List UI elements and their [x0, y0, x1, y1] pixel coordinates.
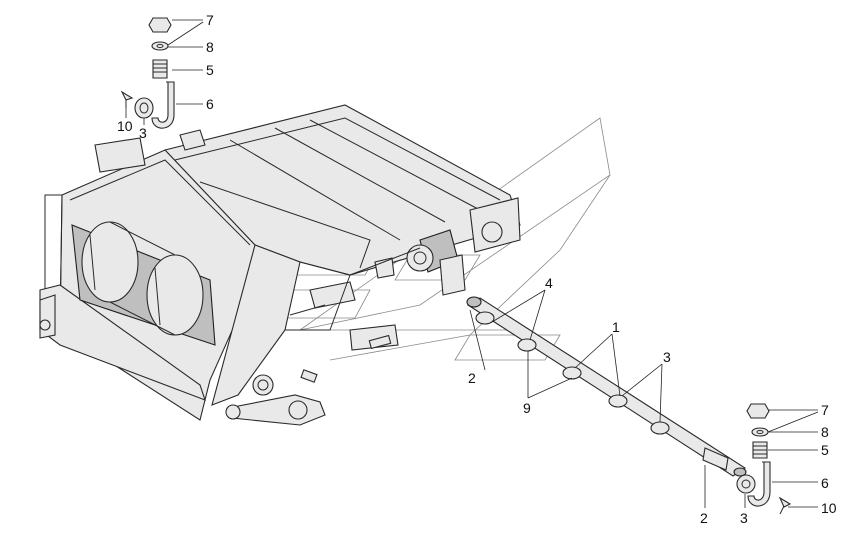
callout-10-top: 10: [117, 118, 133, 134]
callout-7-top: 7: [206, 12, 214, 28]
machine-frame: [39, 104, 521, 426]
callout-5-top: 5: [206, 62, 214, 78]
callout-9: 9: [523, 400, 531, 416]
shaft-assembly: [466, 296, 756, 494]
callout-3-bottom: 3: [740, 510, 748, 526]
callout-10-bottom: 10: [821, 500, 837, 516]
callout-6-bottom: 6: [821, 475, 829, 491]
callout-3-mid: 3: [663, 349, 671, 365]
upper-fastener-group: [120, 17, 175, 129]
callout-6-top: 6: [206, 96, 214, 112]
callout-7-bottom: 7: [821, 402, 829, 418]
callout-labels: 7 8 5 6 10 3 4 1 3 2 9 7 8 5 6 10 2 3: [117, 12, 837, 526]
callout-5-bottom: 5: [821, 442, 829, 458]
callout-2-bottom: 2: [700, 510, 708, 526]
callout-3-top: 3: [139, 125, 147, 141]
callout-8-top: 8: [206, 39, 214, 55]
callout-8-bottom: 8: [821, 424, 829, 440]
lower-fastener-group: [746, 403, 792, 515]
callout-2-left: 2: [468, 370, 476, 386]
callout-1: 1: [612, 319, 620, 335]
callout-4: 4: [545, 275, 553, 291]
leader-lines: [125, 19, 819, 508]
